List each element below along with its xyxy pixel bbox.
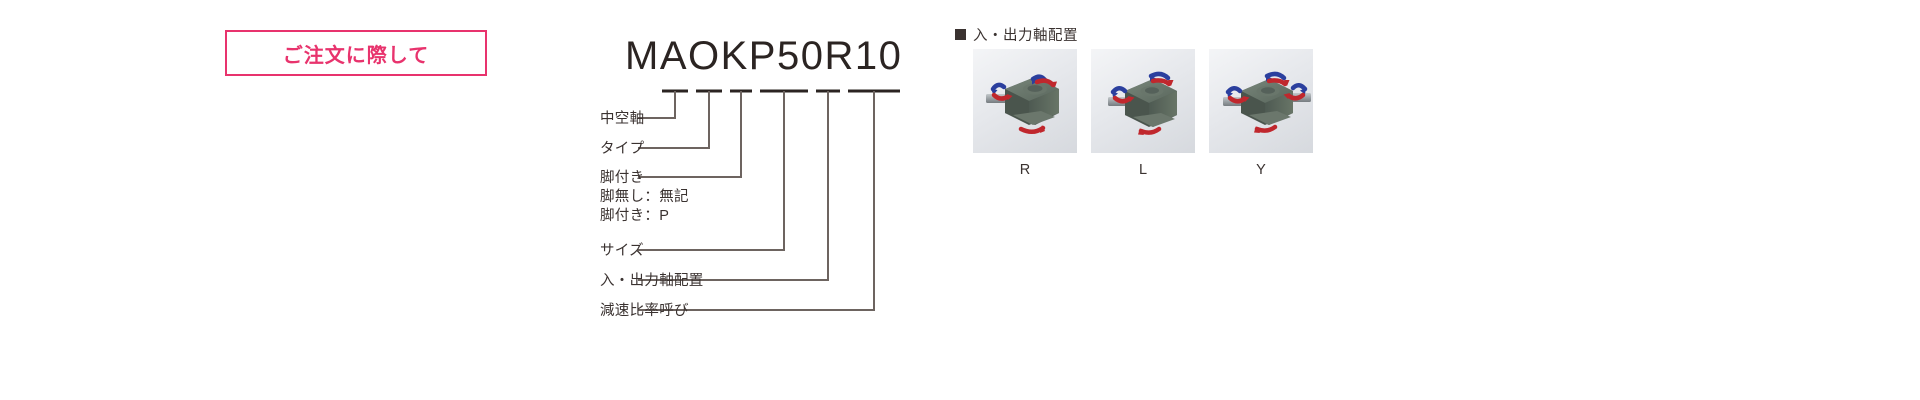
gearbox-both-shaft-icon (1209, 49, 1313, 153)
code-label-type: タイプ (600, 141, 645, 157)
code-sublabel-legs-p: 脚付き：P (600, 208, 670, 224)
gearbox-left-shaft-icon (1091, 49, 1195, 153)
shaft-figure-caption-l: L (1138, 162, 1148, 178)
model-code-text: MAOKP50R10 (625, 34, 903, 78)
shaft-figure-caption-r: R (1019, 162, 1031, 178)
code-sublabel-no-legs: 脚無し：無記 (600, 189, 689, 205)
square-bullet-icon (955, 29, 966, 40)
code-label-reduction-ratio: 減速比率呼び (600, 303, 689, 319)
shaft-figure-l: L (1091, 49, 1195, 178)
model-code-diagram: MAOKP50R10 中空軸 タイプ 脚付き 脚無し：無記 脚 (600, 34, 930, 344)
shaft-arrangement-section: 入・出力軸配置 (955, 24, 1375, 214)
code-label-size: サイズ (600, 243, 644, 259)
code-label-shaft-arrangement: 入・出力軸配置 (600, 273, 704, 289)
order-notice-label: ご注文に際して (282, 44, 430, 67)
shaft-figure-list: R (973, 49, 1313, 178)
order-notice-box: ご注文に際して (225, 30, 487, 76)
shaft-section-heading: 入・出力軸配置 (955, 24, 1078, 45)
shaft-figure-y: Y (1209, 49, 1313, 178)
shaft-figure-caption-y: Y (1256, 162, 1266, 178)
code-label-hollow-shaft: 中空軸 (600, 111, 645, 127)
gearbox-right-shaft-icon (973, 49, 1077, 153)
shaft-section-heading-label: 入・出力軸配置 (973, 28, 1078, 44)
shaft-figure-r: R (973, 49, 1077, 178)
code-label-with-legs: 脚付き (600, 170, 645, 186)
